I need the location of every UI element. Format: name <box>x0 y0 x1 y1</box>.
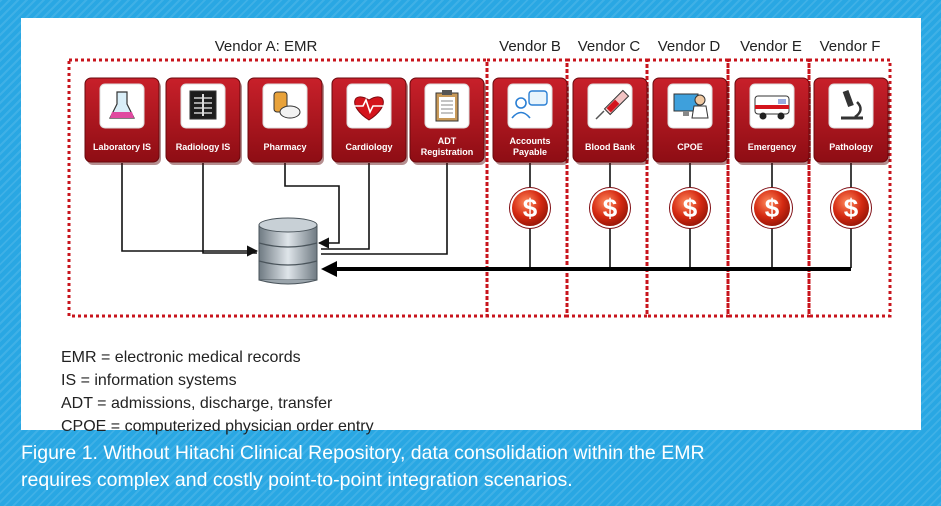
system-tile: Laboratory IS <box>84 77 161 165</box>
system-label: Cardiology <box>345 142 392 152</box>
system-label: Radiology IS <box>176 142 231 152</box>
vendor-label-a: Vendor A: EMR <box>215 38 318 55</box>
dollar-sign: $ <box>603 193 618 223</box>
system-tile: CPOE <box>652 77 729 165</box>
caption-line-1: Figure 1. Without Hitachi Clinical Repos… <box>21 442 705 464</box>
flask-icon <box>109 91 135 119</box>
system-label: Emergency <box>748 142 797 152</box>
system-label: Blood Bank <box>585 142 636 152</box>
system-label: Registration <box>421 147 474 157</box>
cost-coin-icon: $ <box>509 187 551 229</box>
ambulance-icon <box>754 95 790 120</box>
system-tiles: Laboratory IS Radiology IS Pharmacy Cardiol… <box>84 77 890 165</box>
microscope-icon <box>841 89 863 120</box>
figure-panel: Vendor A: EMR Vendor B Vendor C Vendor D… <box>21 18 921 435</box>
doctor-computer-icon <box>673 93 709 119</box>
clipboard-icon <box>435 90 459 122</box>
system-tile: Pathology <box>813 77 890 165</box>
integration-diagram: Vendor A: EMR Vendor B Vendor C Vendor D… <box>67 38 892 318</box>
vendor-label-e: Vendor E <box>740 38 802 55</box>
vendor-label-f: Vendor F <box>820 38 881 55</box>
cost-coin-icon: $ <box>830 187 872 229</box>
system-tile: Cardiology <box>331 77 408 165</box>
dollar-sign: $ <box>765 193 780 223</box>
system-label: Laboratory IS <box>93 142 151 152</box>
pills-icon <box>273 91 301 119</box>
main-bus-arrow <box>321 261 851 277</box>
caption-line-2: requires complex and costly point-to-poi… <box>21 469 573 491</box>
system-tile: Pharmacy <box>247 77 324 165</box>
line-pharmacy <box>284 163 340 249</box>
vendor-label-d: Vendor D <box>658 38 721 55</box>
vendor-d-border <box>645 58 730 318</box>
system-label: Accounts <box>509 136 550 146</box>
cost-coin-icon: $ <box>751 187 793 229</box>
cost-coin-icon: $ <box>589 187 631 229</box>
legend-item: ADT = admissions, discharge, transfer <box>61 395 333 412</box>
system-tile: Blood Bank <box>572 77 649 165</box>
line-radiology <box>202 163 257 254</box>
legend-item: CPOE = computerized physician order entr… <box>61 418 374 435</box>
system-label: Pharmacy <box>263 142 306 152</box>
dollar-sign: $ <box>523 193 538 223</box>
system-label: Payable <box>513 147 547 157</box>
vendor-label-c: Vendor C <box>578 38 641 55</box>
vendor-e-border <box>726 58 811 318</box>
database-icon <box>258 217 318 285</box>
user-money-icon <box>511 90 548 119</box>
vendor-a-border <box>67 58 489 318</box>
dollar-sign: $ <box>683 193 698 223</box>
line-cardiology <box>321 163 370 250</box>
line-laboratory <box>121 163 259 257</box>
system-label: CPOE <box>677 142 703 152</box>
vendor-f-border <box>807 58 892 318</box>
system-tile: Emergency <box>734 77 811 165</box>
abbreviation-legend: EMR = electronic medical records IS = in… <box>61 346 374 438</box>
xray-icon <box>189 90 217 120</box>
vendor-label-b: Vendor B <box>499 38 561 55</box>
dollar-sign: $ <box>844 193 859 223</box>
line-adt <box>321 163 448 255</box>
system-label: Pathology <box>829 142 873 152</box>
figure-caption: Figure 1. Without Hitachi Clinical Repos… <box>21 440 921 494</box>
cost-coins: $ $ $ $ $ <box>509 187 872 229</box>
legend-item: IS = information systems <box>61 372 237 389</box>
system-tile: Radiology IS <box>165 77 242 165</box>
cost-coin-icon: $ <box>669 187 711 229</box>
connection-lines <box>121 163 852 268</box>
legend-item: EMR = electronic medical records <box>61 349 301 366</box>
system-label: ADT <box>438 136 457 146</box>
syringe-icon <box>595 89 630 120</box>
heart-icon <box>351 96 387 121</box>
